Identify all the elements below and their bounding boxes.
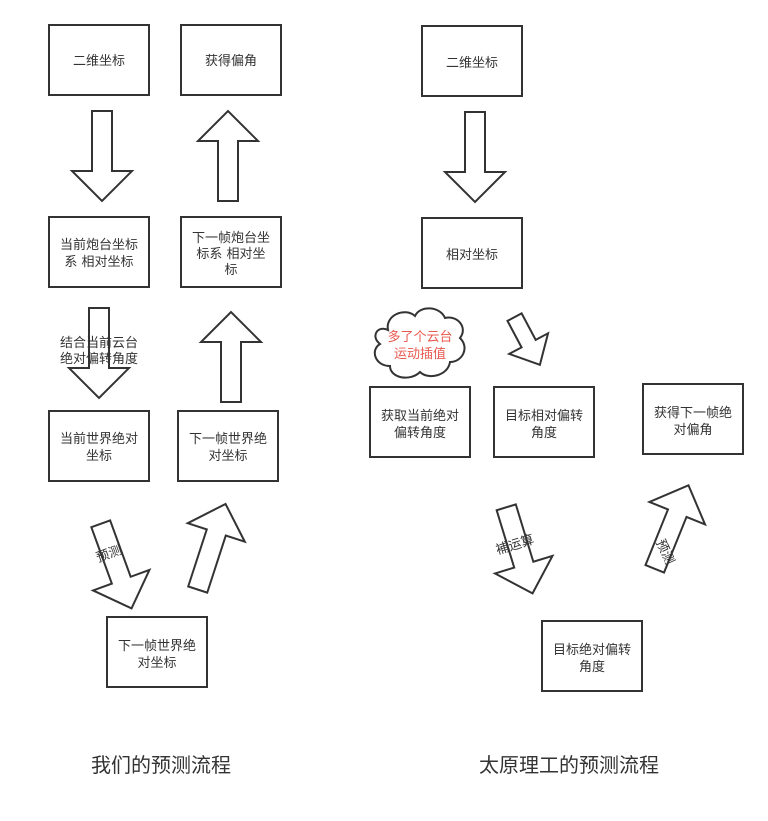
label-target-relative-angle-2: 角度 [531, 425, 557, 441]
cloud-text-2: 运动插值 [394, 346, 446, 362]
box-get-yaw [180, 24, 282, 96]
label-current-world-absolute-1: 当前世界绝对 [60, 431, 138, 447]
cloud-shape [373, 307, 466, 379]
label-current-turret-relative-1: 当前炮台坐标 [60, 237, 138, 253]
label-current-turret-relative-2: 系 相对坐标 [64, 255, 133, 270]
arrow-down-2 [66, 307, 132, 400]
label-target-relative-angle-1: 目标相对偏转 [505, 409, 583, 424]
label-target-absolute-angle-1: 目标绝对偏转 [553, 642, 631, 658]
label-2d-coord-left: 二维坐标 [73, 54, 125, 69]
box-target-relative-angle [493, 386, 595, 458]
arrow-down-1 [69, 110, 135, 203]
box-get-next-absolute-yaw [642, 383, 744, 455]
box-2d-coord-left [48, 24, 150, 96]
box-get-current-absolute-angle [369, 386, 471, 458]
label-2d-coord-right: 二维坐标 [446, 56, 498, 71]
label-get-next-absolute-yaw-1: 获得下一帧绝 [654, 405, 732, 421]
label-target-absolute-angle-2: 角度 [579, 659, 605, 675]
label-next-turret-relative-3: 标 [224, 263, 237, 278]
box-current-world-absolute [48, 410, 150, 482]
arrow-up-1 [195, 109, 261, 202]
arrow-complement [492, 503, 555, 595]
label-get-current-absolute-angle-2: 偏转角度 [394, 425, 446, 441]
box-next-world-absolute-a [177, 410, 279, 482]
arrow-up-2 [198, 310, 264, 403]
arrow-up-right [644, 484, 707, 574]
label-next-world-absolute-b-1: 下一帧世界绝 [118, 638, 196, 654]
caption-left: 我们的预测流程 [91, 753, 231, 777]
box-next-turret-relative [180, 216, 282, 288]
caption-right: 太原理工的预测流程 [479, 753, 659, 777]
label-get-yaw: 获得偏角 [205, 53, 257, 69]
arrow-predict-left [90, 519, 152, 610]
label-next-world-absolute-a-1: 下一帧世界绝 [189, 431, 267, 447]
box-target-absolute-angle [541, 620, 643, 692]
cloud-text-1: 多了个云台 [387, 329, 452, 345]
box-2d-coord-right [421, 25, 523, 97]
box-next-world-absolute-b [106, 616, 208, 688]
label-current-world-absolute-2: 坐标 [86, 449, 112, 464]
label-get-next-absolute-yaw-2: 对偏角 [673, 423, 712, 438]
label-relative-coord: 相对坐标 [446, 248, 498, 263]
label-next-world-absolute-a-2: 对坐标 [208, 449, 247, 464]
note-combine-1: 结合当前云台 [60, 335, 138, 351]
label-get-current-absolute-angle-1: 获取当前绝对 [381, 408, 459, 424]
arrow-down-right-1 [442, 111, 508, 204]
box-relative-coord [421, 217, 523, 289]
label-next-turret-relative-1: 下一帧炮台坐 [192, 231, 270, 246]
label-next-world-absolute-b-2: 对坐标 [137, 656, 176, 671]
arrow-up-left [185, 502, 247, 594]
note-combine-2: 绝对偏转角度 [60, 351, 138, 367]
arrow-diag-right [506, 311, 550, 367]
label-next-turret-relative-2: 标系 相对坐 [196, 247, 265, 262]
box-current-turret-relative [48, 216, 150, 288]
